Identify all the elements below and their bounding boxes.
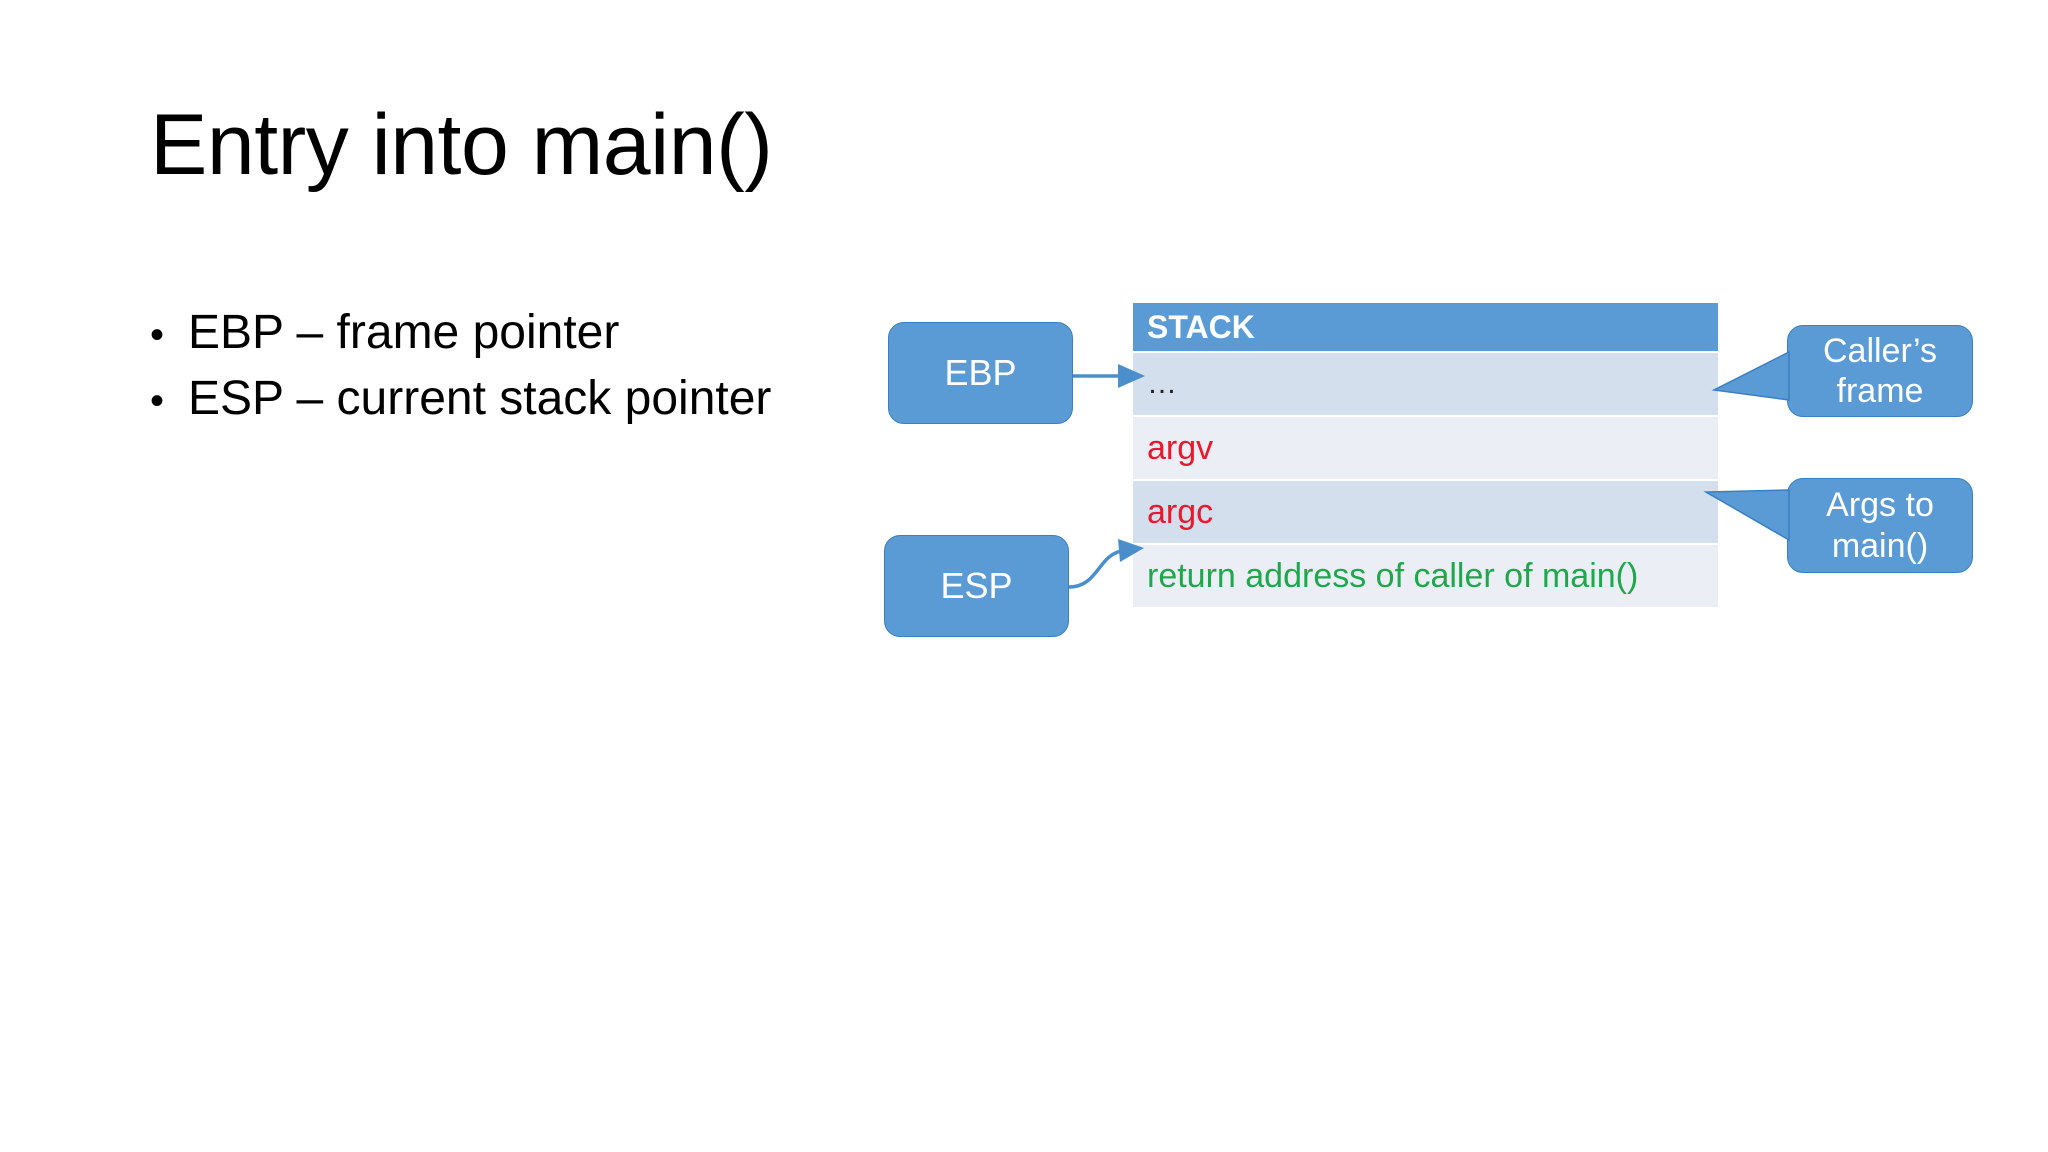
callout-callers-frame: Caller’s frame bbox=[1787, 325, 1973, 417]
callout-args-to-main-line1: Args to bbox=[1826, 486, 1934, 525]
callout-callers-frame-line1: Caller’s bbox=[1822, 331, 1937, 370]
stack-table-header: STACK bbox=[1133, 303, 1718, 351]
bullet-point-icon: • bbox=[150, 313, 165, 357]
stack-row-return-address: return address of caller of main() bbox=[1133, 545, 1718, 607]
bullet-point-icon: • bbox=[150, 379, 165, 424]
stack-row-argv: argv bbox=[1133, 417, 1718, 479]
list-item: • ESP – current stack pointer bbox=[150, 366, 870, 432]
page-title: Entry into main() bbox=[150, 97, 773, 193]
callout-callers-frame-line2: frame bbox=[1836, 372, 1924, 410]
stack-row-ellipsis: … bbox=[1133, 353, 1718, 415]
callout-args-to-main-tail bbox=[1703, 489, 1790, 542]
list-item-label: ESP – current stack pointer bbox=[188, 372, 772, 426]
callout-args-to-main-line2: main() bbox=[1831, 526, 1929, 565]
register-box-ebp-label: EBP bbox=[944, 352, 1017, 393]
bullet-list: • EBP – frame pointer • ESP – current st… bbox=[150, 300, 870, 432]
list-item: • EBP – frame pointer bbox=[150, 300, 870, 366]
stack-diagram-table: STACK … argv argc return address of call… bbox=[1133, 303, 1718, 607]
register-box-esp-label: ESP bbox=[940, 565, 1013, 606]
register-box-ebp: EBP bbox=[888, 322, 1073, 424]
register-box-esp: ESP bbox=[884, 535, 1069, 637]
callout-args-to-main: Args to main() bbox=[1787, 478, 1973, 573]
callout-callers-frame-tail bbox=[1711, 350, 1790, 401]
list-item-label: EBP – frame pointer bbox=[188, 306, 620, 359]
stack-row-argc: argc bbox=[1133, 481, 1718, 543]
